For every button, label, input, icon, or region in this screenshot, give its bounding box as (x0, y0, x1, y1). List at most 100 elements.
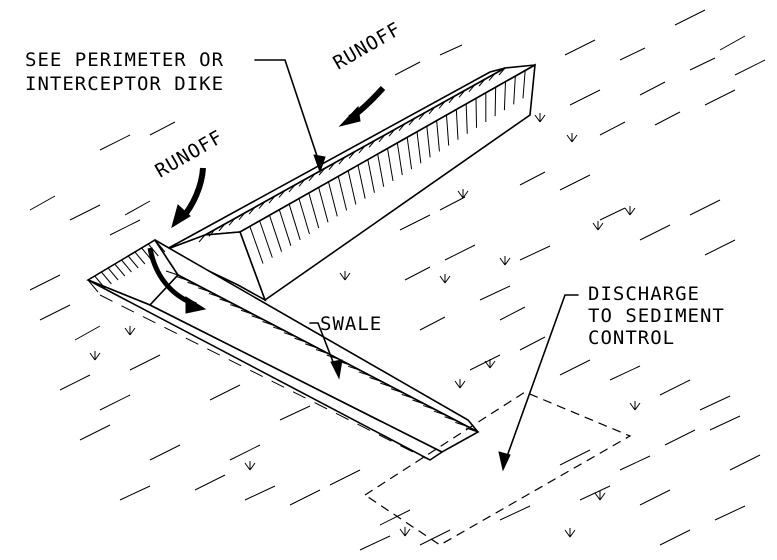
hatch-stroke (404, 528, 411, 537)
hatch-stroke (262, 320, 275, 326)
hatch-stroke (469, 354, 501, 371)
hatch-stroke (459, 380, 466, 389)
hatch-stroke (475, 98, 478, 128)
hatch-stroke (519, 171, 546, 186)
hatch-stroke (513, 76, 516, 105)
hatch-stroke (29, 274, 61, 291)
hatch-stroke (634, 402, 641, 411)
hatch-stroke (426, 126, 431, 158)
hatch-stroke (129, 354, 161, 371)
hatch-stroke (639, 489, 671, 506)
hatch-stroke (29, 195, 56, 211)
hatch-stroke (380, 382, 393, 388)
hatch-stroke (329, 469, 361, 486)
hatch-stroke (359, 535, 391, 551)
hatch-stroke (619, 455, 651, 471)
hatch-stroke (484, 360, 491, 369)
hatch-stroke (433, 410, 447, 416)
hatch-stroke (714, 505, 746, 521)
hatch-stroke (704, 239, 736, 256)
hatch-stroke (240, 309, 254, 315)
hatch-stroke (494, 87, 497, 117)
hatch-stroke (251, 315, 264, 321)
hatch-stroke (444, 416, 457, 422)
hatch-stroke (455, 109, 459, 140)
hatch-stroke (269, 215, 283, 252)
hatch-stroke (699, 395, 731, 411)
hatch-stroke (599, 492, 606, 501)
hatch-stroke (368, 140, 376, 148)
hatch-stroke (219, 298, 232, 304)
hatch-stroke (99, 394, 131, 411)
hatch-stroke (439, 196, 466, 211)
hatch-stroke (357, 165, 366, 199)
dike-pointer-arrowhead (313, 154, 326, 174)
hatch-stroke (559, 359, 591, 376)
hatch-stroke (238, 212, 246, 221)
hatch-stroke (289, 489, 321, 506)
hatch-stroke (378, 134, 386, 143)
hatch-stroke (109, 219, 141, 236)
hatch-stroke (377, 153, 385, 187)
hatch-stroke (639, 224, 671, 241)
hatch-stroke (258, 201, 266, 209)
hatch-stroke (439, 44, 463, 56)
hatch-stroke (629, 402, 636, 411)
hatch-stroke (396, 142, 403, 176)
runoff-label-left: RUNOFF (152, 126, 228, 182)
hatch-stroke (283, 332, 297, 338)
hatch-stroke (94, 275, 106, 289)
hatch-stroke (406, 137, 413, 170)
hatch-stroke (448, 95, 456, 104)
hatch-stroke (719, 35, 746, 51)
ground-texture (29, 9, 766, 551)
dike-note-line1: SEE PERIMETER OR (25, 49, 224, 71)
runoff-arrow-top (338, 85, 386, 127)
hatch-stroke (489, 360, 496, 369)
leader-lines (254, 59, 579, 463)
hatch-stroke (249, 226, 264, 264)
hatch-stroke (229, 444, 261, 461)
hatch-stroke (564, 529, 571, 538)
swale-channel (86, 238, 480, 461)
interceptor-dike (162, 63, 536, 302)
hatch-stroke (194, 474, 226, 491)
hatch-stroke (347, 365, 361, 371)
hatch-stroke (689, 57, 716, 71)
hatch-stroke (294, 337, 307, 343)
hatch-stroke (436, 120, 440, 152)
hatch-stroke (209, 384, 241, 401)
hatch-stroke (639, 81, 666, 96)
hatch-stroke (704, 89, 736, 106)
hatch-stroke (87, 279, 99, 293)
hatch-stroke (99, 134, 131, 151)
hatch-stroke (499, 505, 531, 521)
hatch-stroke (439, 275, 446, 284)
hatch-stroke (134, 251, 146, 265)
hatch-stroke (624, 207, 631, 216)
hatch-stroke (318, 167, 326, 176)
hatch-stroke (539, 114, 546, 123)
hatch-stroke (408, 117, 416, 126)
hatch-stroke (39, 304, 71, 321)
hatch-stroke (479, 285, 511, 301)
hatch-stroke (94, 352, 101, 361)
hatch-stroke (404, 266, 431, 281)
runoff-arrow-left (171, 167, 206, 229)
hatch-stroke (107, 267, 119, 281)
hatch-stroke (519, 336, 546, 351)
hatch-stroke (504, 257, 511, 266)
hatch-stroke (498, 67, 506, 76)
sediment-control-area (363, 391, 632, 546)
hatch-stroke (230, 304, 243, 310)
hatch-stroke (347, 170, 357, 205)
dike-note-line2: INTERCEPTOR DIKE (25, 73, 224, 95)
hatch-stroke (149, 444, 181, 461)
hatch-stroke (358, 371, 372, 377)
runoff-label-top: RUNOFF (330, 18, 406, 74)
hatch-stroke (444, 244, 476, 261)
hatch-stroke (288, 184, 296, 193)
hatch-stroke (401, 393, 414, 399)
hatch-stroke (609, 365, 641, 381)
